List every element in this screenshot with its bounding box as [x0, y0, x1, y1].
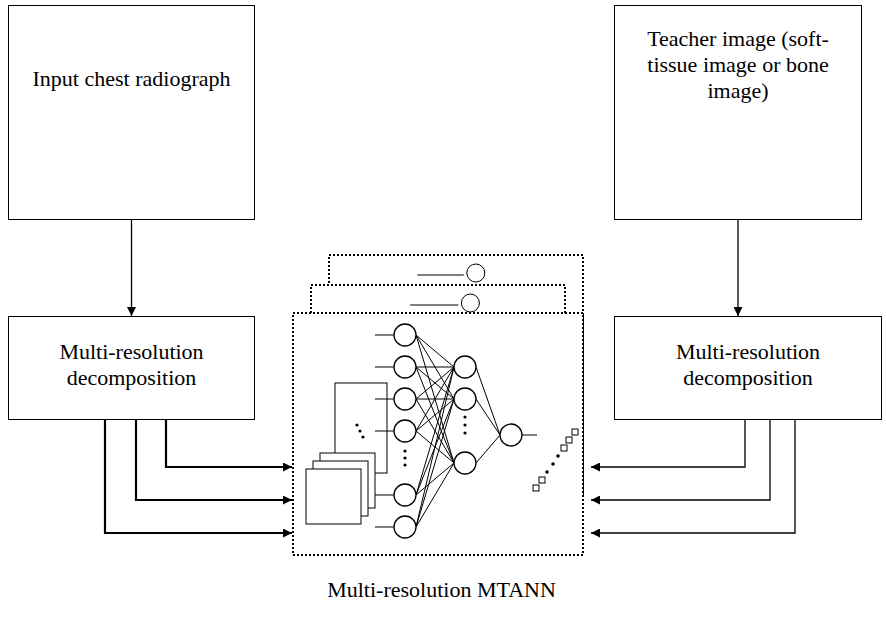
hidden-neuron: [454, 452, 476, 474]
arrow-connector: [737, 220, 738, 316]
mtann-illustration: [293, 255, 593, 560]
hidden-neuron: [454, 356, 476, 378]
input-image-box: Input chest radiograph: [8, 5, 255, 220]
decomposition-box: Multi-resolution decomposition: [8, 316, 255, 420]
arrow-connector: [591, 420, 795, 533]
mtann-network: Multi-resolution MTANN: [293, 255, 590, 555]
input-neuron: [394, 420, 416, 442]
arrow-connector: [136, 420, 292, 500]
front-panel: [293, 313, 583, 555]
arrow-connector: [131, 220, 132, 316]
hidden-neuron: [454, 388, 476, 410]
box-label: Teacher image (soft-tissue image or bone…: [633, 26, 843, 104]
input-neuron: [394, 324, 416, 346]
input-neuron: [394, 356, 416, 378]
output-neuron: [500, 424, 522, 446]
box-label: Input chest radiograph: [32, 66, 232, 92]
teacher-image-box: Teacher image (soft-tissue image or bone…: [614, 5, 862, 220]
network-caption: Multi-resolution MTANN: [253, 577, 630, 603]
box-label: Multi-resolution decomposition: [22, 339, 242, 391]
input-neuron: [394, 388, 416, 410]
arrow-connector: [105, 420, 292, 533]
arrow-connector: [591, 420, 770, 500]
arrow-connector: [166, 420, 292, 467]
box-label: Multi-resolution decomposition: [638, 339, 858, 391]
arrow-connector: [591, 420, 745, 467]
input-neuron: [394, 516, 416, 538]
input-neuron: [394, 484, 416, 506]
network-links: [375, 335, 537, 527]
decomposition-box: Multi-resolution decomposition: [614, 316, 882, 420]
